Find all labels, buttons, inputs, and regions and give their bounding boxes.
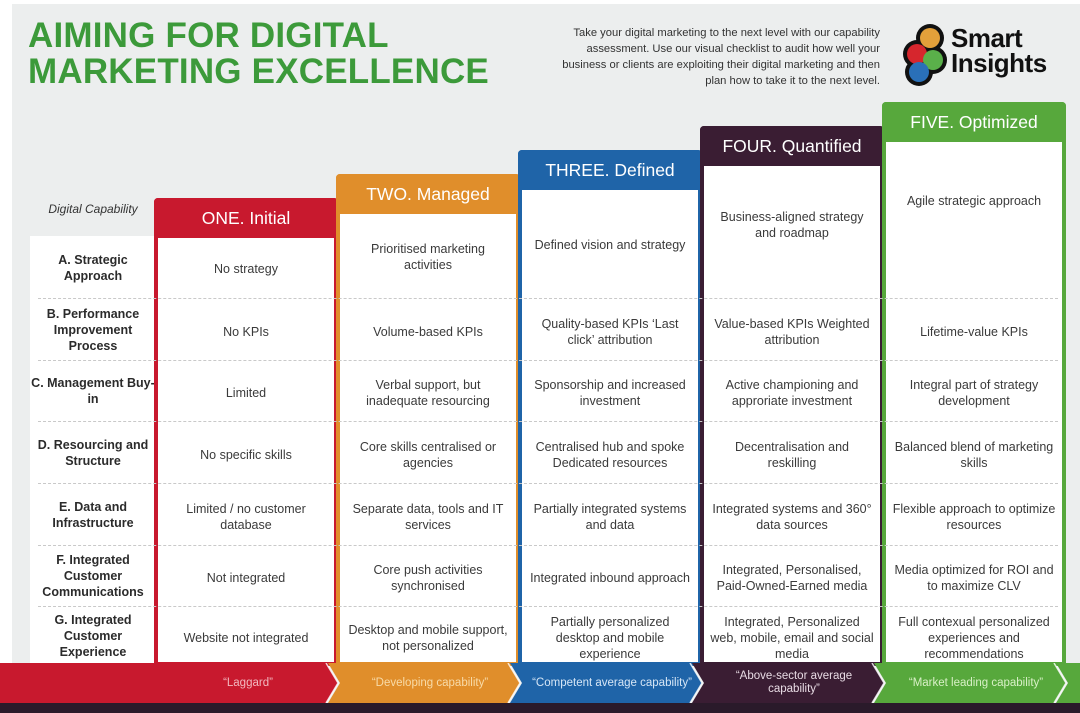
cell-two-d: Core skills centralised or agencies (359, 440, 497, 470)
rating-laggard: “Laggard” (223, 676, 273, 689)
row-divider (38, 545, 1058, 546)
cell-four-f: Integrated, Personalised, Paid-Owned-Ear… (716, 563, 868, 593)
cell-four-g: Integrated, Personalized web, mobile, em… (710, 615, 874, 661)
cell-two-e: Separate data, tools and IT services (352, 502, 504, 532)
row-divider (38, 298, 1058, 299)
cell-one-b: No KPIs (223, 325, 269, 339)
cell-three-a: Defined vision and strategy (534, 238, 686, 252)
title-line-1: AIMING FOR DIGITAL (28, 16, 389, 55)
intro-text: Take your digital marketing to the next … (562, 27, 880, 87)
row-divider (38, 360, 1058, 361)
cell-three-e: Partially integrated systems and data (533, 502, 687, 532)
cell-three-g: Partially personalized desktop and mobil… (550, 615, 670, 661)
row-label-strategic-approach: A. Strategic Approach (58, 253, 128, 283)
cell-four-d: Decentralisation and reskilling (735, 440, 849, 470)
cell-three-f: Integrated inbound approach (530, 571, 690, 585)
cell-two-g: Desktop and mobile support, not personal… (348, 623, 508, 653)
cell-five-b: Lifetime-value KPIs (920, 325, 1028, 339)
cell-three-d: Centralised hub and spoke Dedicated reso… (535, 440, 685, 470)
cell-one-f: Not integrated (206, 571, 286, 585)
footer-strip (0, 703, 1080, 713)
row-divider (38, 483, 1058, 484)
row-label-customer-experience: G. Integrated Customer Experience (54, 613, 132, 659)
stage-header-two: TWO. Managed (336, 174, 520, 214)
stage-header-five: FIVE. Optimized (882, 102, 1066, 142)
cell-one-d: No specific skills (200, 448, 292, 462)
stage-header-four: FOUR. Quantified (700, 126, 884, 166)
row-divider (38, 421, 1058, 422)
stage-column-four-quantified: FOUR. Quantified Business-aligned strate… (700, 126, 884, 666)
cell-three-b: Quality-based KPIs ‘Last click’ attribut… (541, 317, 679, 347)
row-label-performance-improvement: B. Performance Improvement Process (46, 307, 140, 353)
cell-four-e: Integrated systems and 360° data sources (712, 502, 872, 532)
row-divider (38, 606, 1058, 607)
cell-five-c: Integral part of strategy development (909, 378, 1039, 408)
row-label-management-buy-in: C. Management Buy-in (31, 376, 155, 406)
stage-column-five-optimized: FIVE. Optimized Agile strategic approach… (882, 102, 1066, 666)
cell-one-a: No strategy (214, 262, 278, 276)
rating-arrow-band (0, 663, 1080, 703)
cell-four-a: Business-aligned strategy and roadmap (720, 210, 864, 240)
cell-five-e: Flexible approach to optimize resources (892, 502, 1056, 532)
cell-two-c: Verbal support, but inadequate resourcin… (366, 378, 490, 408)
rating-competent: “Competent average capability” (532, 676, 692, 689)
cell-two-a: Prioritised marketing activities (371, 242, 485, 272)
cell-one-e: Limited / no customer database (186, 502, 306, 532)
stage-column-one-initial: ONE. Initial No strategy No KPIs Limited… (154, 198, 338, 666)
cell-two-f: Core push activities synchronised (373, 563, 483, 593)
cell-two-b: Volume-based KPIs (373, 325, 483, 339)
cell-one-g: Website not integrated (183, 631, 309, 645)
cell-four-c: Active championing and approriate invest… (725, 378, 859, 408)
stage-column-two-managed: TWO. Managed Prioritised marketing activ… (336, 174, 520, 666)
smart-insights-logo: Smart Insights (900, 22, 1050, 88)
row-label-data-infrastructure: E. Data and Infrastructure (52, 500, 134, 530)
stage-column-three-defined: THREE. Defined Defined vision and strate… (518, 150, 702, 666)
rating-above-sector: “Above-sector average capability” (735, 670, 853, 695)
cell-one-c: Limited (225, 386, 267, 400)
cell-four-b: Value-based KPIs Weighted attribution (714, 317, 870, 347)
cell-five-a: Agile strategic approach (906, 194, 1042, 208)
cell-five-f: Media optimized for ROI and to maximize … (894, 563, 1054, 593)
page-title: AIMING FOR DIGITAL MARKETING EXCELLENCE (28, 18, 489, 90)
capability-heading: Digital Capability (48, 202, 138, 216)
stage-header-three: THREE. Defined (518, 150, 702, 190)
rating-market-leading: “Market leading capability” (908, 676, 1044, 689)
row-label-customer-communications: F. Integrated Customer Communications (42, 553, 144, 599)
row-label-resourcing-structure: D. Resourcing and Structure (37, 438, 149, 468)
title-line-2: MARKETING EXCELLENCE (28, 52, 489, 91)
capability-column (30, 236, 156, 664)
cell-five-d: Balanced blend of marketing skills (894, 440, 1054, 470)
smart-insights-logo-icon (903, 24, 947, 86)
cell-three-c: Sponsorship and increased investment (534, 378, 686, 408)
stage-header-one: ONE. Initial (154, 198, 338, 238)
cell-five-g: Full contexual personalized experiences … (898, 615, 1050, 661)
rating-developing: “Developing capability” (371, 676, 489, 689)
logo-wordmark: Smart Insights (951, 23, 1047, 78)
